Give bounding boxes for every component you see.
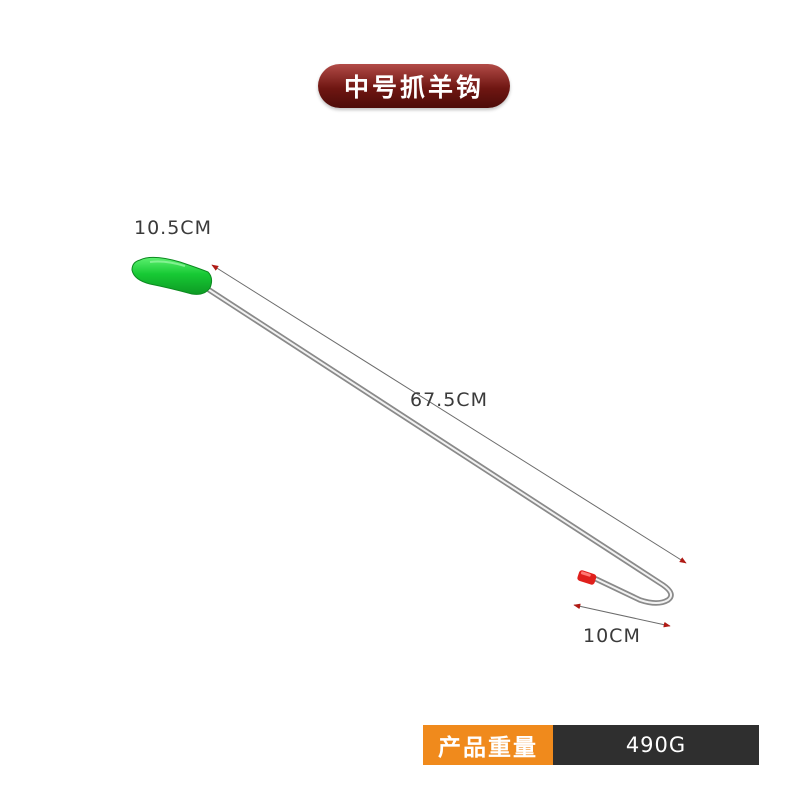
hook-dimension-arrow <box>573 603 671 628</box>
steel-rod <box>197 281 674 606</box>
title-banner: 中号抓羊钩 <box>318 64 510 108</box>
product-title: 中号抓羊钩 <box>343 73 484 102</box>
weight-value: 490G <box>553 725 759 765</box>
shaft-dimension-arrow <box>211 264 687 564</box>
green-handle <box>131 256 213 295</box>
weight-spec-bar: 产品重量 490G <box>423 725 759 765</box>
shaft-dimension-label: 67.5CM <box>410 389 488 411</box>
hook-dimension-label: 10CM <box>583 625 641 647</box>
red-tip <box>577 570 597 585</box>
handle-dimension-label: 10.5CM <box>134 217 212 239</box>
weight-label: 产品重量 <box>423 725 553 765</box>
